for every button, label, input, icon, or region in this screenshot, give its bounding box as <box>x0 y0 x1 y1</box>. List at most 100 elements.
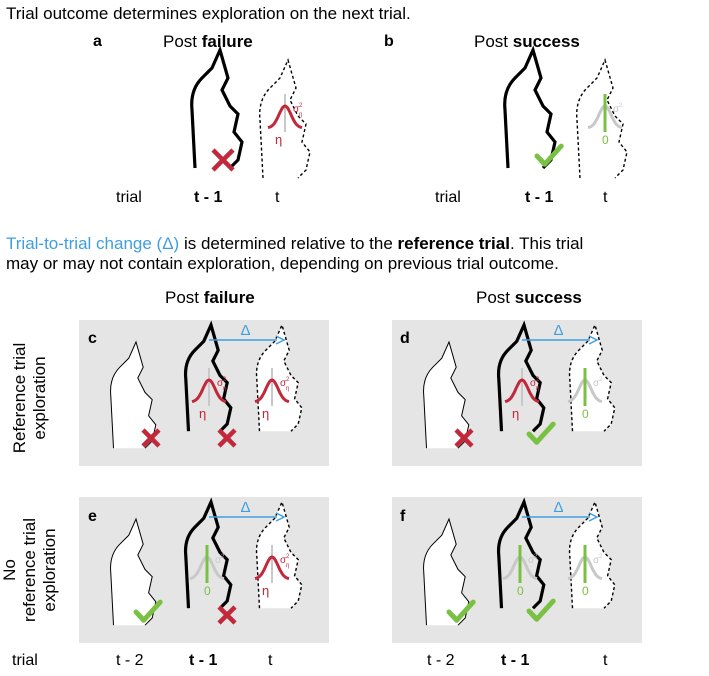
panel-f-delta-arrow-head <box>588 512 599 522</box>
panel-label-c: c <box>88 330 97 347</box>
t-top-a: t <box>275 189 280 206</box>
panel-f-outcome-tminus2 <box>446 599 476 623</box>
hand-a-tminus1-outline <box>190 45 244 170</box>
panel-f-cur-noexplore-sup: 2 <box>599 554 603 560</box>
panel-c-cur-curve-sub: η <box>286 386 289 392</box>
panel-f-ref-noexplore-zero: 0 <box>517 584 524 598</box>
panel-label-e: e <box>88 508 97 525</box>
delta-phrase: Trial-to-trial change (Δ) <box>6 234 180 253</box>
hand-b-t-outline <box>576 57 628 179</box>
panel-d-cur-noexplore-sigma: σ <box>593 378 600 389</box>
panel-d-cur-noexplore-sup: 2 <box>599 377 603 383</box>
panel-c-cur-curve-sup: 2 <box>286 377 290 383</box>
panel-f-hand-t <box>568 499 616 609</box>
panel-c-outcome-tminus2 <box>141 428 161 448</box>
tminus2-right: t - 2 <box>427 652 455 669</box>
panel-c-ref-curve-curve <box>191 378 227 404</box>
exploration-curve-a-sigma: σ <box>293 104 300 115</box>
panel-d-hand-tminus2-outline <box>423 340 470 449</box>
trial-label-top-b: trial <box>435 189 461 206</box>
t-right: t <box>603 652 608 669</box>
hand-b-t <box>576 57 628 179</box>
panel-c-ref-curve-sigma: σ <box>217 378 224 389</box>
panel-c-hand-t <box>255 322 303 432</box>
t-top-b: t <box>603 189 608 206</box>
panel-e-hand-tminus2-outline <box>110 517 157 626</box>
title-pre: Post <box>476 288 515 307</box>
hand-b-tminus1-outline <box>503 45 557 170</box>
panel-c-outcome-tminus1-stroke-2 <box>217 428 237 448</box>
panel-e-cur-curve-sub: η <box>286 563 289 569</box>
panel-c-hand-t-outline <box>255 322 303 432</box>
intro-line-2b: . This trial <box>509 234 584 253</box>
panel-d-ref-curve-sup: 2 <box>536 377 540 383</box>
panel-d-cur-noexplore-zero: 0 <box>582 407 589 421</box>
panel-f-delta-arrow-symbol: Δ <box>554 499 564 516</box>
intro-line-1: Trial outcome determines exploration on … <box>6 4 411 23</box>
panel-b-title: Post success <box>474 32 580 52</box>
panel-d-hand-tminus1 <box>496 320 546 433</box>
panel-d-hand-t <box>568 322 616 432</box>
panel-d-hand-tminus1-outline <box>496 320 546 433</box>
trial-label-top-a: trial <box>116 189 142 206</box>
title-pre: Post <box>163 32 202 51</box>
intro-line-2: Trial-to-trial change (Δ) is determined … <box>6 234 583 254</box>
panel-f-hand-tminus2 <box>423 517 470 626</box>
panel-label-b: b <box>384 33 394 50</box>
t-left: t <box>268 652 273 669</box>
panel-a-title: Post failure <box>163 32 253 52</box>
panel-f-delta-arrow: Δ <box>522 499 599 522</box>
reference-trial-term: reference trial <box>397 234 510 253</box>
panel-d-delta-arrow-symbol: Δ <box>554 322 564 339</box>
panel-e-hand-tminus1 <box>183 497 233 610</box>
title-bold: failure <box>203 288 255 307</box>
panel-e-hand-tminus1-outline <box>183 497 233 610</box>
panel-c-delta-arrow-symbol: Δ <box>241 322 251 339</box>
panel-f-ref-noexplore-sup: 2 <box>534 554 538 560</box>
panel-e-hand-t <box>255 499 303 609</box>
panel-f-outcome-tminus1 <box>526 598 556 622</box>
panel-c-cur-curve-eta: η <box>262 406 269 421</box>
panel-label-a: a <box>93 33 102 50</box>
exploration-curve-a-curve <box>267 104 303 130</box>
panel-c-ref-curve-sup: 2 <box>223 377 227 383</box>
panel-e-delta-arrow-head <box>275 512 286 522</box>
panel-e-outcome-tminus1-stroke-2 <box>217 605 237 625</box>
no-exploration-b-sup: 2 <box>619 103 623 109</box>
check-b <box>534 143 564 167</box>
panel-c-delta-arrow-head <box>275 335 286 345</box>
panel-c-ref-curve-eta: η <box>199 406 206 421</box>
panel-d-outcome-tminus2-stroke-2 <box>454 428 474 448</box>
panel-d-hand-t-outline <box>568 322 616 432</box>
panel-f-ref-noexplore-sigma: σ <box>528 555 535 566</box>
panel-e-delta-arrow: Δ <box>209 499 286 522</box>
title-bold: success <box>512 32 580 51</box>
panel-label-f: f <box>400 508 406 525</box>
intro-line-3: may or may not contain exploration, depe… <box>6 254 559 273</box>
panel-d-ref-curve-sigma: σ <box>530 378 537 389</box>
panel-d-ref-curve-curve <box>504 378 540 404</box>
exploration-curve-a-eta: η <box>275 132 282 147</box>
panel-e-ref-noexplore-sup: 2 <box>221 554 225 560</box>
panel-d-delta-arrow: Δ <box>522 322 599 345</box>
panel-c-cur-curve-sigma: σ <box>280 378 287 389</box>
cross-a <box>211 148 235 172</box>
tminus1-top-a: t - 1 <box>194 189 223 206</box>
panel-f-hand-tminus1 <box>496 497 546 610</box>
panel-e-outcome-tminus1 <box>217 605 237 625</box>
cross-a-stroke-2 <box>211 148 235 172</box>
panel-e-ref-noexplore-zero: 0 <box>204 584 211 598</box>
tminus1-left: t - 1 <box>189 652 218 669</box>
trial-label-bottom: trial <box>12 652 38 669</box>
title-pre: Post <box>165 288 204 307</box>
exploration-curve-a-sub: η <box>299 112 302 118</box>
panel-c-ref-curve-sub: η <box>223 386 226 392</box>
